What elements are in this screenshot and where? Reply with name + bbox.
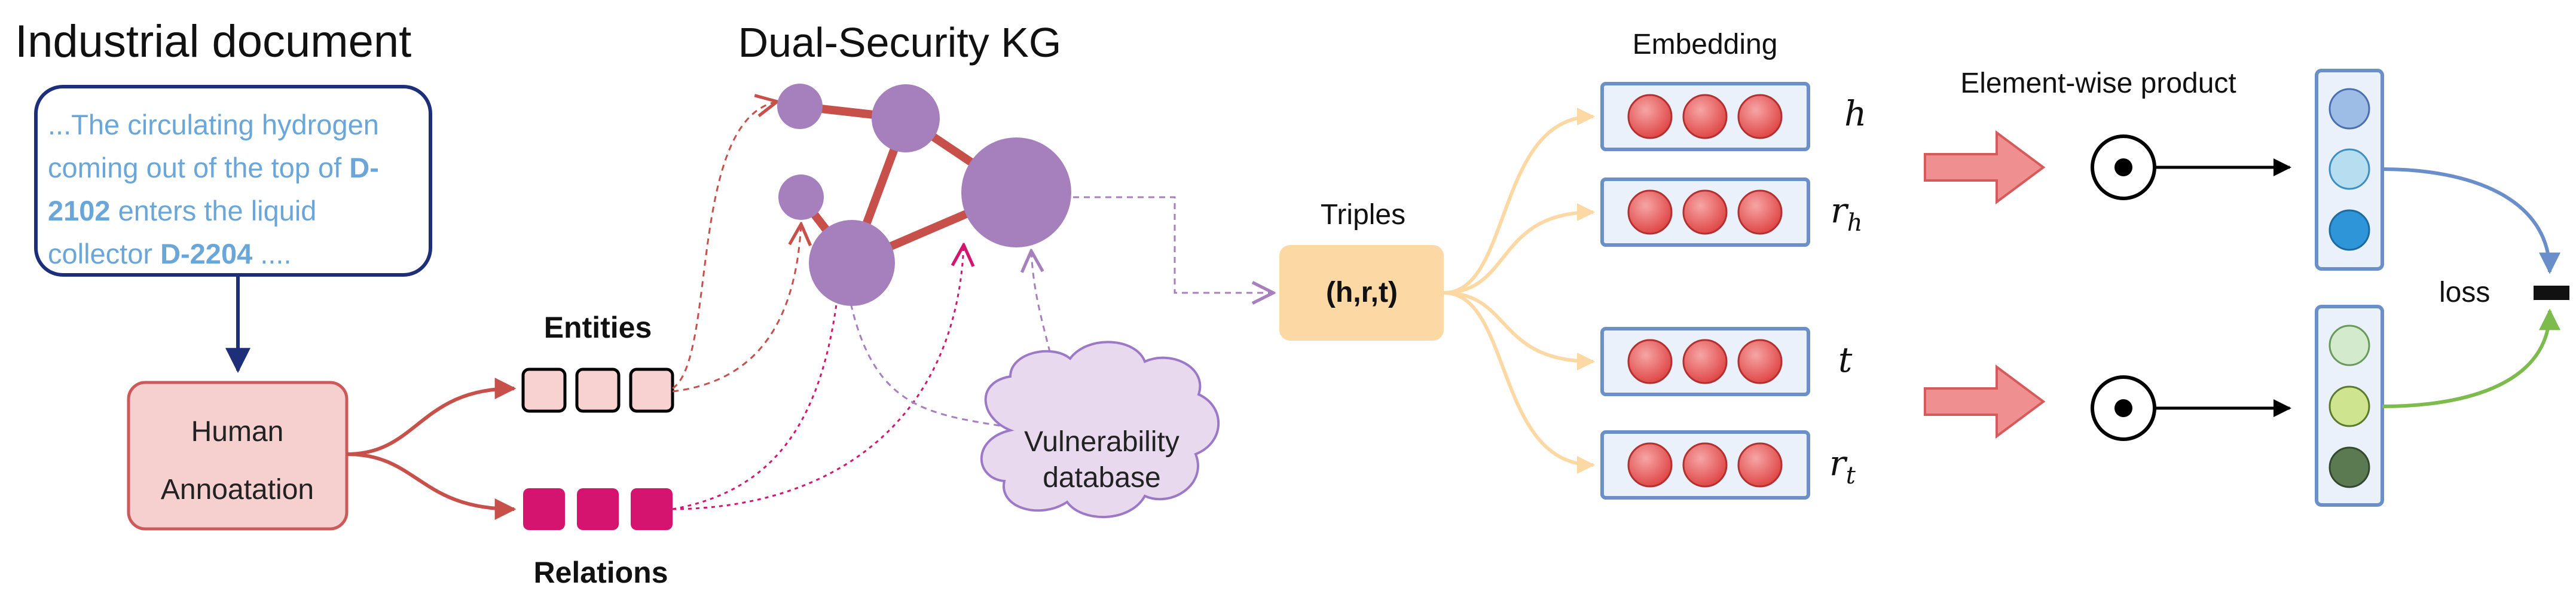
- embed-h-ball-3: [1737, 94, 1783, 139]
- human-annotation-line2: Annoatation: [161, 474, 314, 506]
- doc-line-4: collector: [48, 238, 160, 270]
- human-to-relations-edge: [346, 452, 517, 520]
- odot-top-dot: [2114, 158, 2132, 176]
- embed-t-ball-1: [1627, 339, 1673, 384]
- kg-to-triples-edge: [1073, 196, 1273, 293]
- doc-line-3-bold: 2102: [48, 195, 111, 226]
- document-box: [34, 85, 432, 277]
- embed-rt-ball-2: [1682, 442, 1728, 488]
- human-annotation-line1: Human: [191, 416, 284, 448]
- label-t: t: [1838, 339, 1853, 380]
- doc-line-2: coming out of the top of: [48, 152, 349, 183]
- label-rt: rt: [1829, 443, 1856, 489]
- bottom-to-loss-edge: [2382, 308, 2560, 408]
- cloud-line1: Vulnerability: [1024, 426, 1179, 458]
- triples-box: [1279, 245, 1444, 341]
- embed-t-ball-2: [1682, 339, 1728, 384]
- doc-line-1: ...The circulating hydrogen: [48, 109, 379, 140]
- product-bottom-ball-1: [2329, 324, 2370, 366]
- document-text: ...The circulating hydrogen coming out o…: [48, 109, 387, 270]
- doc-line-4-bold: D-2204: [160, 238, 252, 270]
- embed-h-ball-2: [1682, 94, 1728, 139]
- relation-square-1: [523, 488, 565, 530]
- kg-node-medium-bottom: [809, 220, 895, 306]
- element-wise-title: Element-wise product: [1960, 68, 2236, 99]
- entity-square-1: [521, 368, 567, 413]
- triples-box-label: (h,r,t): [1326, 277, 1398, 308]
- label-rh: rh: [1831, 190, 1863, 237]
- embed-t-ball-3: [1737, 339, 1783, 384]
- triple-to-rt-edge: [1443, 291, 1595, 474]
- embedding-title: Embedding: [1633, 29, 1778, 60]
- embed-rh-ball-1: [1627, 189, 1673, 235]
- triples-label: Triples: [1321, 199, 1405, 231]
- kg-node-large-right: [961, 137, 1071, 247]
- label-rh-sub: h: [1847, 209, 1863, 237]
- label-rt-sub: t: [1846, 462, 1856, 489]
- block-arrow-bottom: [1924, 365, 2046, 439]
- product-bottom-ball-3: [2329, 446, 2370, 488]
- entity-square-2: [575, 368, 621, 413]
- triple-to-h-edge: [1443, 108, 1595, 295]
- relations-to-kg-edge-1: [672, 251, 842, 510]
- label-rh-base: r: [1831, 190, 1849, 231]
- label-rt-base: r: [1829, 443, 1848, 483]
- loss-label: loss: [2439, 277, 2490, 308]
- top-to-loss-edge: [2382, 167, 2560, 274]
- block-arrow-top: [1924, 130, 2046, 204]
- doc-line-4-end: ....: [252, 238, 291, 270]
- kg-node-small-top: [777, 84, 823, 129]
- relation-square-2: [577, 488, 619, 530]
- label-h: h: [1844, 93, 1866, 134]
- doc-line-2-bold: D-: [349, 152, 379, 183]
- human-to-entities-edge: [346, 378, 517, 456]
- relations-to-kg-edge-2: [672, 245, 964, 510]
- entities-to-kg-edge-2: [672, 224, 801, 393]
- cloud-to-kg-edge-1: [842, 251, 1011, 428]
- title-industrial-document: Industrial document: [15, 16, 411, 67]
- human-annotation-box: [127, 381, 349, 531]
- relations-label: Relations: [533, 556, 668, 589]
- vulnerability-cloud: [980, 341, 1220, 518]
- doc-line-3: enters the liquid: [111, 195, 317, 226]
- product-bottom-ball-2: [2329, 385, 2370, 427]
- entities-label: Entities: [544, 311, 652, 344]
- title-kg: Dual-Security KG: [738, 19, 1062, 66]
- product-top-ball-3: [2329, 209, 2370, 251]
- embed-rh-ball-3: [1737, 189, 1783, 235]
- relation-square-3: [631, 488, 673, 530]
- loss-node: [2534, 286, 2569, 300]
- cloud-line2: database: [1043, 462, 1161, 494]
- kg-node-medium-top: [872, 84, 940, 152]
- embed-h-ball-1: [1627, 94, 1673, 139]
- cloud-to-kg-edge-2: [1031, 251, 1059, 395]
- embed-rt-ball-3: [1737, 442, 1783, 488]
- odot-bottom-dot: [2114, 399, 2132, 417]
- product-top-ball-2: [2329, 148, 2370, 190]
- embed-rh-ball-2: [1682, 189, 1728, 235]
- embed-rt-ball-1: [1627, 442, 1673, 488]
- triple-to-t-edge: [1443, 291, 1595, 371]
- triple-to-rh-edge: [1443, 203, 1595, 295]
- product-top-ball-1: [2329, 88, 2370, 130]
- entities-to-kg-edge-1: [672, 102, 777, 390]
- kg-node-small-left: [778, 174, 824, 220]
- entity-square-3: [629, 368, 674, 413]
